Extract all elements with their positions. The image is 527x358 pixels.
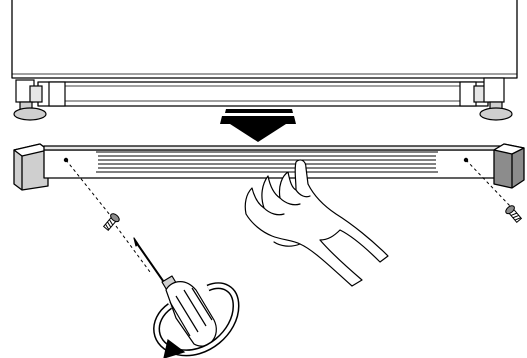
right-screw-icon [505, 205, 523, 224]
left-leveling-foot [13, 79, 66, 121]
hand-icon [244, 159, 389, 287]
rotation-arrow-icon [153, 282, 240, 358]
grille-vent-slots [96, 151, 438, 173]
left-screw-icon [102, 213, 120, 232]
appliance-cabinet [11, 0, 518, 107]
screw-guide-lines [65, 159, 511, 273]
down-arrow-icon [220, 109, 296, 142]
right-leveling-foot [459, 77, 513, 121]
screwdriver-icon [133, 237, 217, 347]
